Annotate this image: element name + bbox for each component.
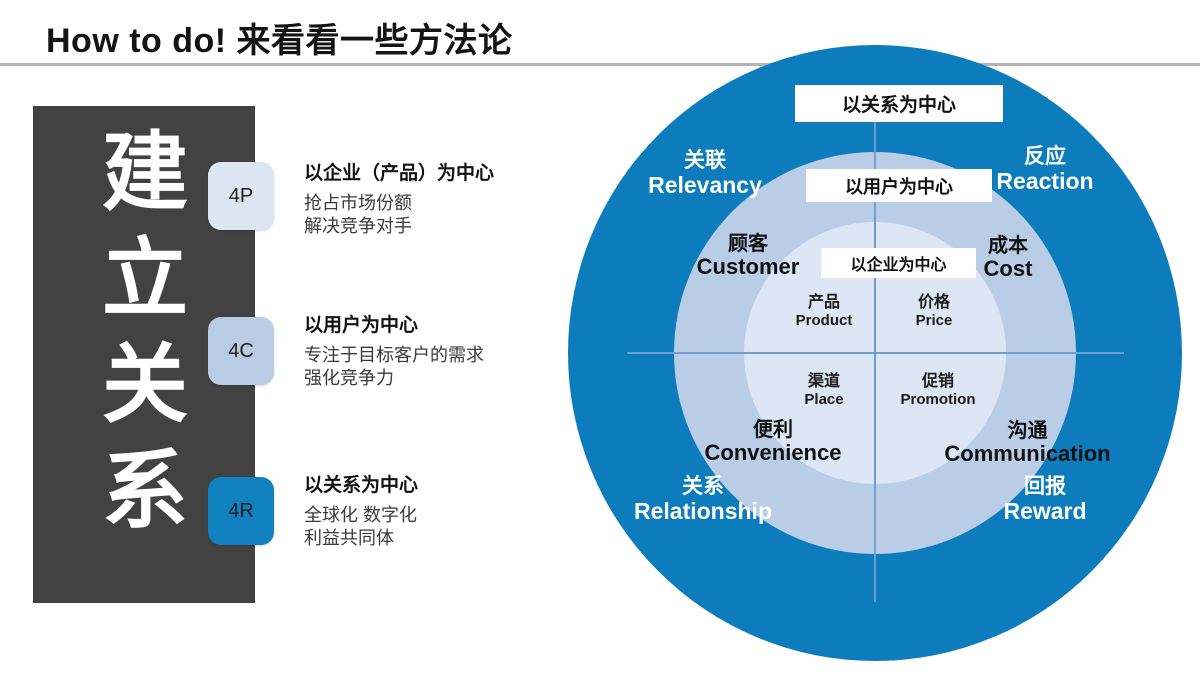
- label-convenience: 便利 Convenience: [678, 419, 868, 466]
- label-relevancy-en: Relevancy: [648, 171, 762, 198]
- label-promotion-cn: 促销: [921, 373, 954, 390]
- label-communication-en: Communication: [944, 441, 1111, 467]
- center-box-enterprise: 以企业为中心: [821, 248, 976, 278]
- label-place-en: Place: [804, 391, 844, 409]
- label-place: 渠道 Place: [774, 373, 874, 409]
- label-promotion: 促销 Promotion: [880, 373, 996, 409]
- label-relevancy: 关联 Relevancy: [620, 149, 790, 198]
- label-promotion-en: Promotion: [900, 391, 976, 409]
- label-customer-en: Customer: [696, 254, 800, 280]
- label-relationship-cn: 关系: [682, 475, 724, 498]
- axis-horizontal-line: [627, 352, 1124, 354]
- item-heading-4r: 以关系为中心: [304, 475, 419, 496]
- center-box-relationship: 以关系为中心: [795, 85, 1003, 122]
- label-reward: 回报 Reward: [960, 475, 1130, 524]
- item-heading-4p: 以企业（产品）为中心: [304, 163, 495, 184]
- label-relevancy-cn: 关联: [684, 149, 726, 172]
- label-product: 产品 Product: [774, 294, 874, 330]
- label-communication: 沟通 Communication: [920, 420, 1135, 467]
- label-reward-en: Reward: [1003, 497, 1087, 524]
- label-cost: 成本 Cost: [948, 235, 1068, 282]
- list-item-4r: 以关系为中心 全球化 数字化 利益共同体: [304, 470, 554, 550]
- label-reaction: 反应 Reaction: [960, 145, 1130, 194]
- label-place-cn: 渠道: [807, 373, 840, 390]
- list-item-4p: 以企业（产品）为中心 抢占市场份额 解决竞争对手: [304, 158, 554, 238]
- item-lines-4p: 抢占市场份额 解决竞争对手: [304, 192, 554, 238]
- header-divider: [0, 63, 1200, 66]
- label-product-en: Product: [795, 312, 853, 330]
- vertical-title-char-1: 建: [102, 125, 188, 221]
- label-relationship: 关系 Relationship: [603, 475, 803, 524]
- item-line: 抢占市场份额: [304, 193, 412, 213]
- badge-4p[interactable]: 4P: [208, 162, 274, 230]
- center-box-user: 以用户为中心: [806, 169, 992, 202]
- item-line: 强化竞争力: [304, 368, 394, 389]
- item-heading-4c: 以用户为中心: [304, 315, 419, 336]
- badge-4r[interactable]: 4R: [208, 477, 274, 545]
- page-title: How to do! 来看看一些方法论: [46, 22, 513, 60]
- label-relationship-en: Relationship: [633, 497, 772, 524]
- label-reaction-cn: 反应: [1024, 145, 1066, 168]
- label-price: 价格 Price: [884, 294, 984, 330]
- label-communication-cn: 沟通: [1007, 420, 1048, 442]
- badge-4c[interactable]: 4C: [208, 317, 274, 385]
- label-cost-cn: 成本: [988, 235, 1028, 257]
- item-line: 全球化 数字化: [304, 505, 418, 525]
- label-customer: 顾客 Customer: [668, 233, 828, 280]
- vertical-title-char-4: 系: [102, 443, 188, 539]
- concentric-circle-diagram: 以关系为中心 以用户为中心 以企业为中心 关联 Relevancy 反应 Rea…: [568, 45, 1182, 661]
- vertical-title-char-2: 立: [102, 231, 188, 327]
- item-line: 利益共同体: [304, 528, 394, 549]
- label-price-en: Price: [915, 312, 953, 330]
- item-line: 解决竞争对手: [304, 216, 412, 237]
- vertical-title-char-3: 关: [102, 337, 188, 433]
- item-lines-4c: 专注于目标客户的需求 强化竞争力: [304, 344, 554, 390]
- list-item-4c: 以用户为中心 专注于目标客户的需求 强化竞争力: [304, 310, 554, 390]
- label-reaction-en: Reaction: [996, 167, 1094, 194]
- label-product-cn: 产品: [807, 294, 840, 311]
- slide-header: How to do! 来看看一些方法论: [0, 0, 1200, 66]
- label-reward-cn: 回报: [1024, 475, 1066, 498]
- label-price-cn: 价格: [917, 294, 950, 311]
- label-convenience-cn: 便利: [753, 419, 793, 441]
- item-line: 专注于目标客户的需求: [304, 345, 484, 365]
- label-customer-cn: 顾客: [728, 233, 768, 255]
- label-cost-en: Cost: [983, 256, 1033, 282]
- vertical-title: 建 立 关 系: [85, 130, 205, 554]
- item-lines-4r: 全球化 数字化 利益共同体: [304, 504, 554, 550]
- label-convenience-en: Convenience: [704, 440, 842, 466]
